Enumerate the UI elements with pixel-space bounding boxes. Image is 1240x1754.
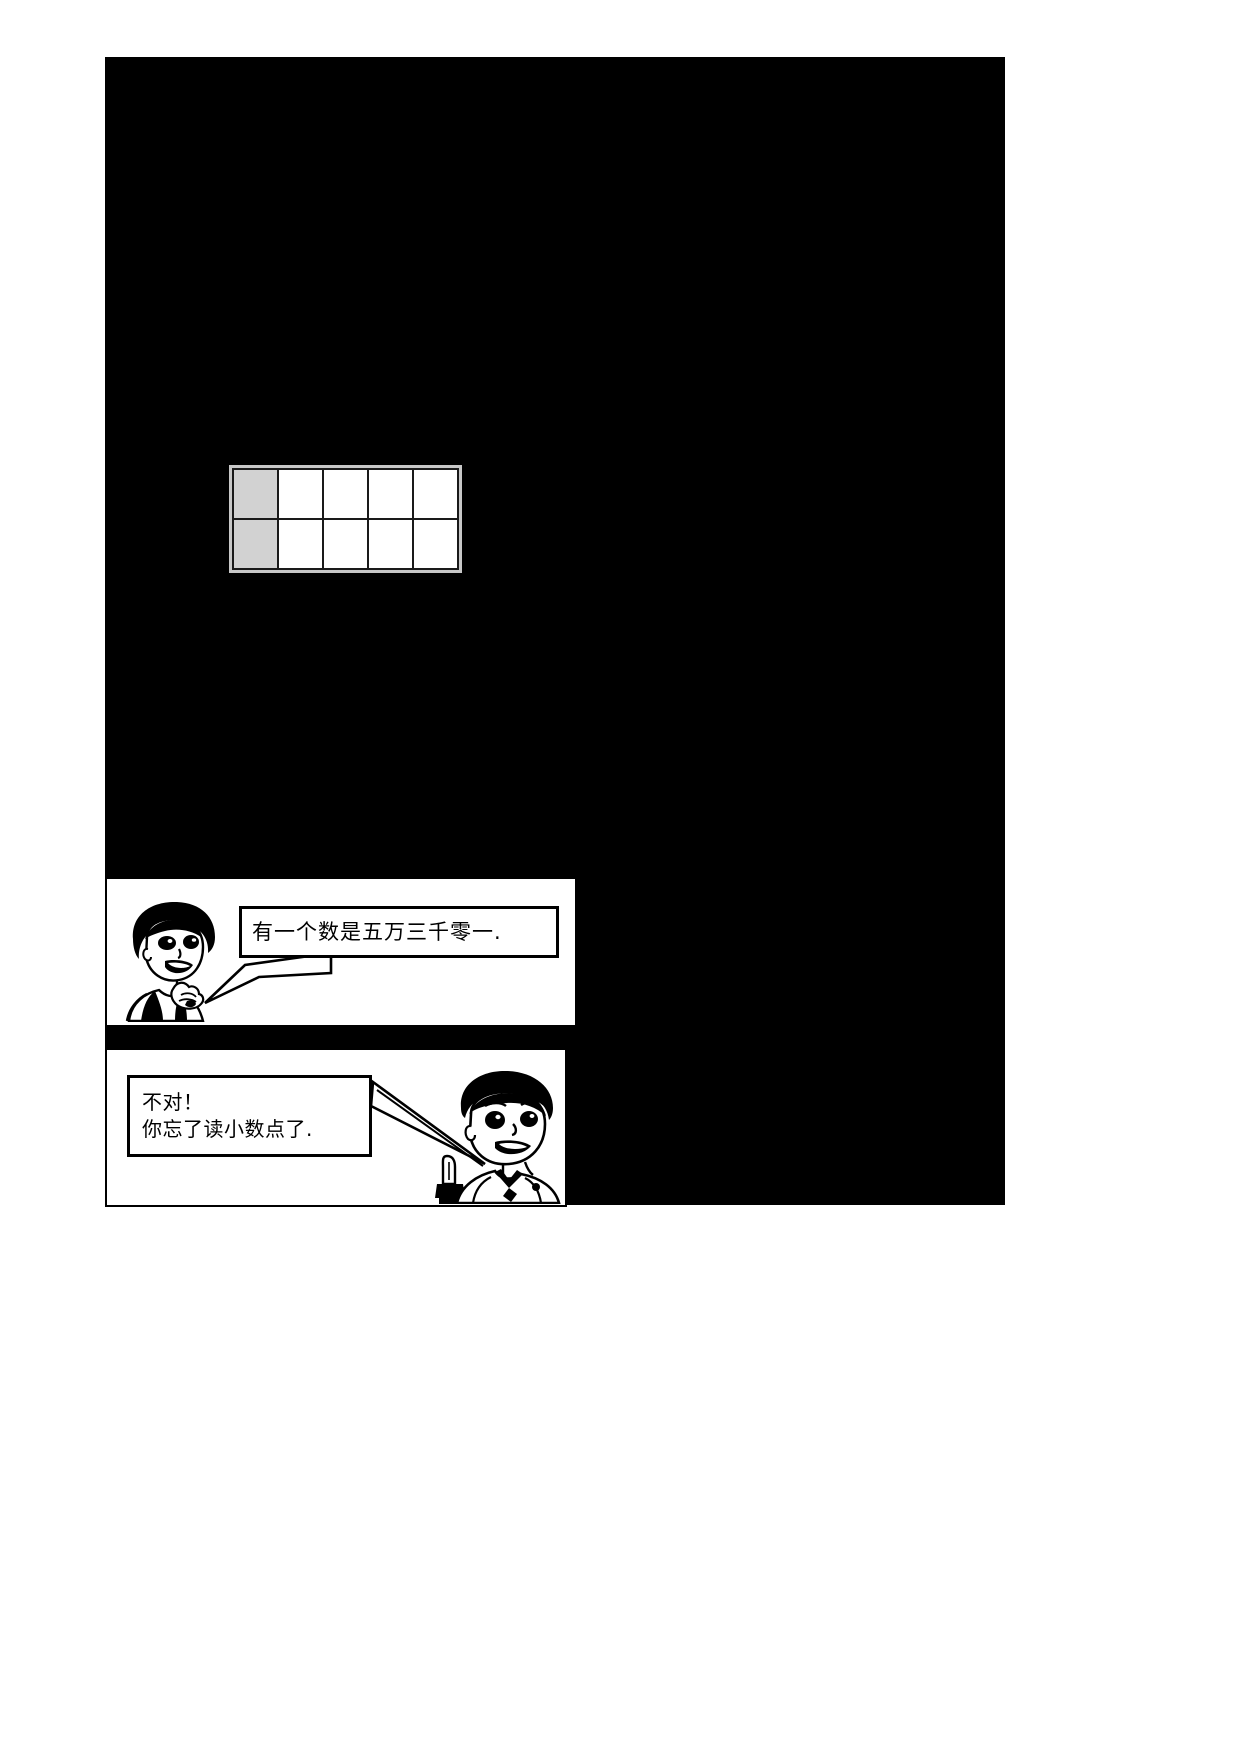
table-row <box>232 468 459 520</box>
grid-cell-r1c3[interactable] <box>322 468 369 520</box>
grid-cell-r2c5[interactable] <box>412 518 459 570</box>
comic-panel-girl: 有一个数是五万三千零一. <box>105 877 577 1027</box>
girl-face-icon <box>125 901 215 1022</box>
grid-cell-r1c5[interactable] <box>412 468 459 520</box>
scan-ink-region <box>105 57 1005 1205</box>
speech-bubble-girl: 有一个数是五万三千零一. <box>239 906 559 958</box>
grid-cell-r2c4[interactable] <box>367 518 414 570</box>
grid-cell-r1c1[interactable] <box>232 468 279 520</box>
table-row <box>232 518 459 570</box>
boy-face-icon <box>455 1070 561 1204</box>
speech-bubble-boy-line-1: 不对！ <box>142 1090 204 1114</box>
grid-cell-r2c2[interactable] <box>277 518 324 570</box>
speech-bubble-boy-line-2: 你忘了读小数点了. <box>142 1117 313 1141</box>
grid-cell-r2c3[interactable] <box>322 518 369 570</box>
comic-panel-boy: 不对！ 你忘了读小数点了. <box>105 1048 567 1207</box>
speech-bubble-girl-text: 有一个数是五万三千零一. <box>252 919 502 944</box>
speech-bubble-tail-girl <box>204 951 333 1005</box>
grid-cell-r1c4[interactable] <box>367 468 414 520</box>
speech-bubble-boy: 不对！ 你忘了读小数点了. <box>127 1075 372 1157</box>
speech-bubble-tail-boy <box>369 1079 486 1167</box>
grid-cell-r2c1[interactable] <box>232 518 279 570</box>
grid-cell-r1c2[interactable] <box>277 468 324 520</box>
digit-place-value-grid <box>232 468 459 570</box>
